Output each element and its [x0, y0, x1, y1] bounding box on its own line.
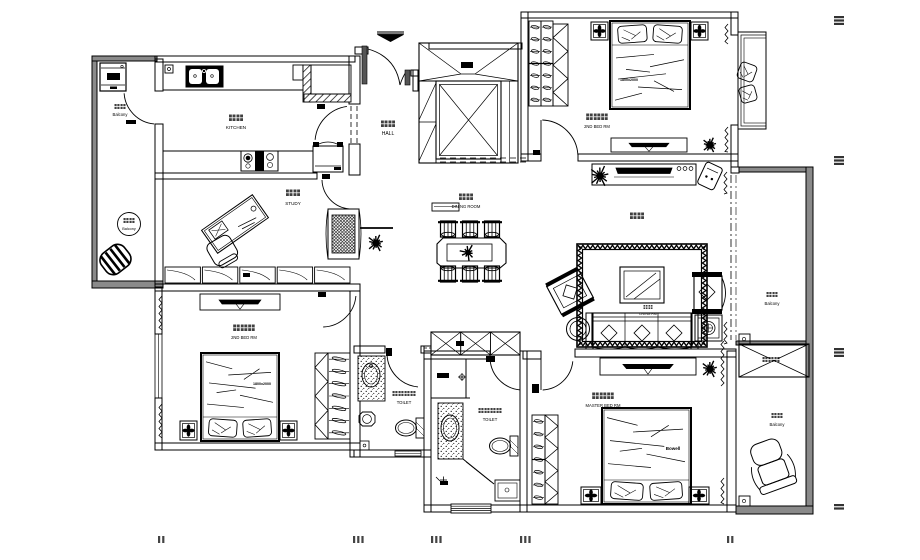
svg-text:TOILET: TOILET [483, 417, 498, 422]
svg-text:KITCHEN: KITCHEN [226, 125, 246, 130]
svg-text:MASTER BED RM: MASTER BED RM [586, 403, 621, 408]
svg-text:Balcony: Balcony [113, 112, 129, 117]
svg-text:2ND BED RM: 2ND BED RM [231, 335, 257, 340]
svg-text:Bowell: Bowell [666, 446, 681, 451]
svg-text:Balcony: Balcony [765, 301, 781, 306]
svg-text:TOILET: TOILET [397, 400, 412, 405]
svg-text:1800x2000: 1800x2000 [620, 78, 638, 82]
svg-text:DINING ROOM: DINING ROOM [452, 204, 481, 209]
svg-text:Balcony: Balcony [770, 422, 786, 427]
svg-text:Balcony: Balcony [122, 227, 136, 231]
svg-text:HALL: HALL [382, 131, 395, 137]
svg-text:2ND BED RM: 2ND BED RM [584, 124, 610, 129]
svg-text:1800x2000: 1800x2000 [253, 382, 271, 386]
svg-text:LIVING RM: LIVING RM [639, 312, 657, 316]
svg-text:STUDY: STUDY [285, 201, 301, 206]
